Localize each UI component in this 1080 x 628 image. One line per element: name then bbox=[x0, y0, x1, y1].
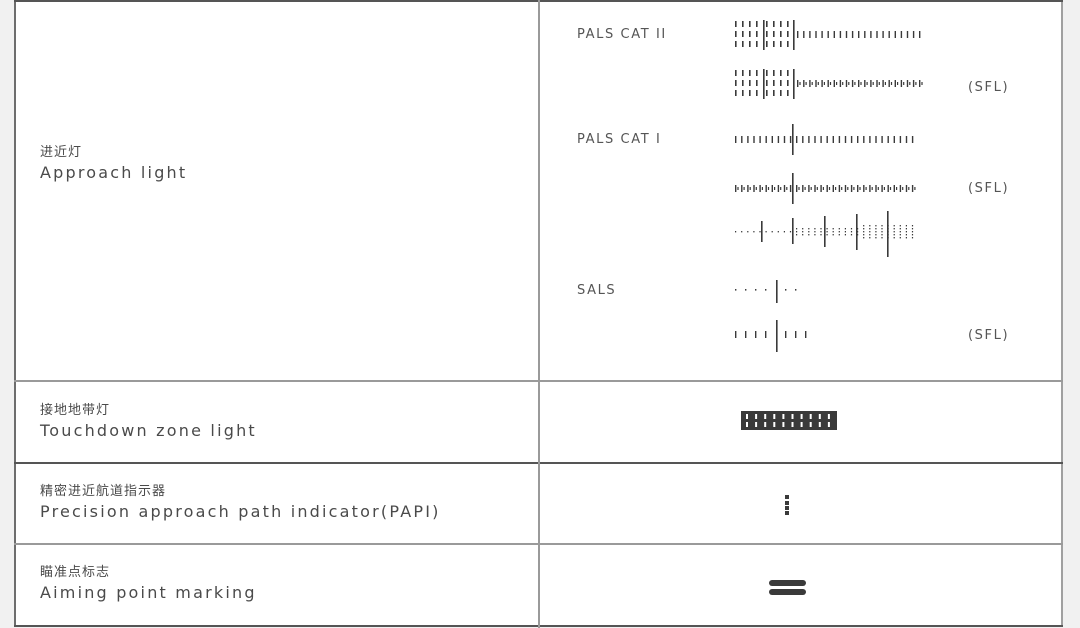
pals-cat1-light-icon bbox=[735, 124, 914, 155]
pals-cat1-alternate-light-icon bbox=[735, 211, 914, 257]
row-touchdown-zone-label: 接地地带灯 Touchdown zone light bbox=[40, 403, 257, 441]
pals-cat2-sfl-light-icon bbox=[735, 69, 923, 99]
sfl-label: (SFL) bbox=[968, 181, 1010, 196]
sfl-label: (SFL) bbox=[968, 80, 1010, 95]
sals-label: SALS bbox=[577, 283, 617, 298]
sals-sfl-light-icon bbox=[735, 320, 807, 352]
label-zh: 精密进近航道指示器 bbox=[40, 484, 167, 499]
aiming-point-marking-icon bbox=[769, 580, 806, 595]
pals-cat2-light-icon bbox=[735, 20, 921, 50]
column-divider bbox=[538, 0, 540, 628]
sfl-label: (SFL) bbox=[968, 328, 1010, 343]
label-zh: 接地地带灯 bbox=[40, 403, 111, 418]
label-zh: 瞄准点标志 bbox=[40, 565, 111, 580]
row-approach-light-label: 进近灯 Approach light bbox=[40, 145, 187, 183]
pals-cat1-sfl-light-icon bbox=[735, 173, 916, 204]
label-zh: 进近灯 bbox=[40, 145, 83, 160]
touchdown-zone-light-icon bbox=[741, 411, 837, 430]
label-en: Approach light bbox=[40, 163, 188, 182]
row-aiming-point-label: 瞄准点标志 Aiming point marking bbox=[40, 565, 257, 603]
papi-icon bbox=[785, 495, 789, 515]
label-en: Aiming point marking bbox=[40, 583, 257, 602]
row-papi-label: 精密进近航道指示器 Precision approach path indica… bbox=[40, 484, 441, 522]
pals-cat2-label: PALS CAT II bbox=[577, 27, 667, 42]
label-en: Touchdown zone light bbox=[40, 421, 257, 440]
label-en: Precision approach path indicator(PAPI) bbox=[40, 502, 441, 521]
sals-light-icon bbox=[735, 280, 797, 303]
pals-cat1-label: PALS CAT I bbox=[577, 132, 662, 147]
